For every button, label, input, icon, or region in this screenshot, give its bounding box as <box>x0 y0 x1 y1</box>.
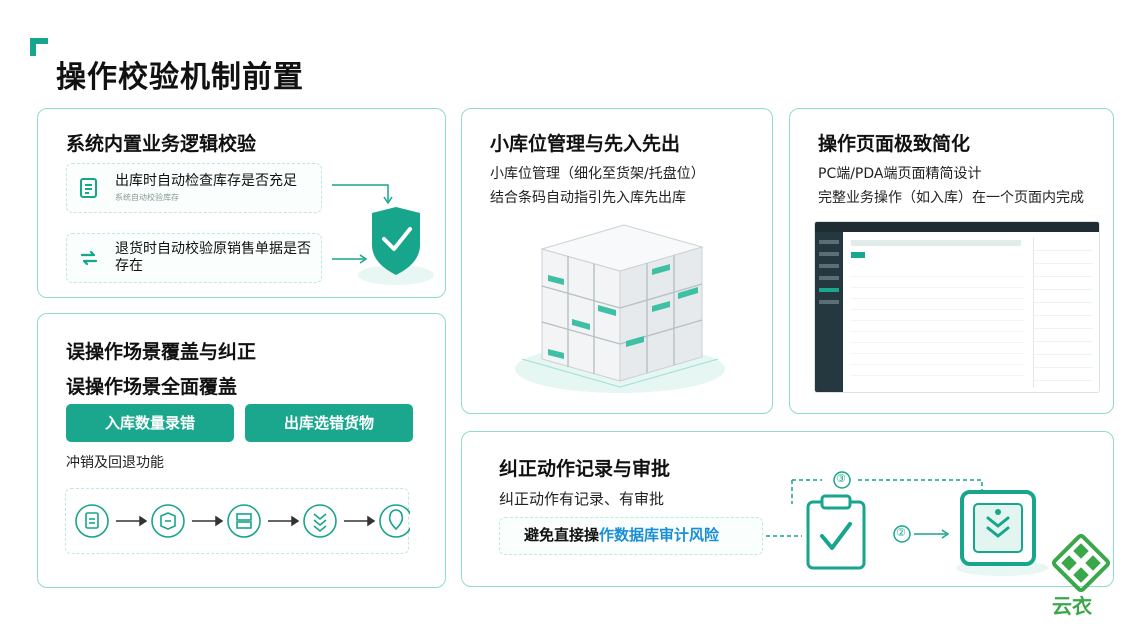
check-row-stock: 出库时自动检查库存是否充足 系统自动校验库存 <box>66 163 322 213</box>
card-location-line2: 结合条码自动指引先入库先出库 <box>490 190 686 206</box>
rollback-note: 冲销及回退功能 <box>66 455 164 471</box>
refresh-arrows-icon <box>80 250 98 266</box>
page-title: 操作校验机制前置 <box>56 60 304 95</box>
risk-note-plain: 避免直接操 <box>524 526 600 544</box>
card-small-location: 小库位管理与先入先出 小库位管理（细化至货架/托盘位） 结合条码自动指引先入库先… <box>461 108 773 414</box>
card-simple-line2: 完整业务操作（如入库）在一个页面内完成 <box>818 190 1084 206</box>
card-error-correction: 误操作场景覆盖与纠正 误操作场景全面覆盖 入库数量录错 出库选错货物 冲销及回退… <box>37 313 446 588</box>
mockup-detail-panel <box>1033 238 1093 388</box>
card-logic-title: 系统内置业务逻辑校验 <box>66 133 257 155</box>
page-mockup <box>814 221 1100 393</box>
card-audit-title: 纠正动作记录与审批 <box>499 458 671 480</box>
mockup-table <box>851 266 1025 384</box>
approval-flow-graphic <box>766 471 1048 576</box>
correction-flow <box>65 488 413 554</box>
card-simple-line1: PC端/PDA端页面精简设计 <box>818 166 982 182</box>
inbound-error-button[interactable]: 入库数量录错 <box>66 404 234 442</box>
card-logic-validation: 系统内置业务逻辑校验 出库时自动检查库存是否充足 系统自动校验库存 退货时自动校… <box>37 108 446 298</box>
check-row-stock-sub: 系统自动校验库存 <box>115 193 179 202</box>
card-simple-title: 操作页面极致简化 <box>818 133 971 155</box>
card-error-subtitle: 误操作场景全面覆盖 <box>66 376 238 398</box>
card-page-simplify: 操作页面极致简化 PC端/PDA端页面精简设计 完整业务操作（如入库）在一个页面… <box>789 108 1114 414</box>
warehouse-rack-graphic <box>515 224 725 393</box>
check-row-return-label: 退货时自动校验原销售单据是否存在 <box>115 241 311 274</box>
shield-check-graphic <box>332 184 434 285</box>
check-row-return: 退货时自动校验原销售单据是否存在 <box>66 233 322 283</box>
brand-logo-text: 云衣 <box>1052 594 1092 618</box>
card-error-title: 误操作场景覆盖与纠正 <box>66 341 257 363</box>
card-location-line1: 小库位管理（细化至货架/托盘位） <box>490 166 705 182</box>
flow-steps-graphic <box>75 504 413 538</box>
card-location-title: 小库位管理与先入先出 <box>490 133 681 155</box>
mockup-topbar <box>815 222 1099 232</box>
mockup-filter-bar <box>851 240 1021 246</box>
card-audit-line1: 纠正动作有记录、有审批 <box>499 490 665 508</box>
outbound-error-button[interactable]: 出库选错货物 <box>245 404 413 442</box>
risk-note: 避免直接操作数据库审计风险 <box>499 517 763 555</box>
card-audit-approval: 纠正动作记录与审批 纠正动作有记录、有审批 避免直接操作数据库审计风险 ③ ② <box>461 431 1114 587</box>
mockup-sidebar <box>815 232 843 392</box>
brand-logo-icon <box>1052 534 1110 592</box>
check-row-stock-label: 出库时自动检查库存是否充足 <box>115 173 297 189</box>
clipboard-icon <box>80 178 97 198</box>
step-top-label: ③ <box>836 472 846 485</box>
title-corner-mark <box>30 38 48 56</box>
mockup-button <box>851 252 865 258</box>
risk-note-highlight: 作数据库审计风险 <box>599 526 720 544</box>
step-mid-label: ② <box>896 526 906 539</box>
